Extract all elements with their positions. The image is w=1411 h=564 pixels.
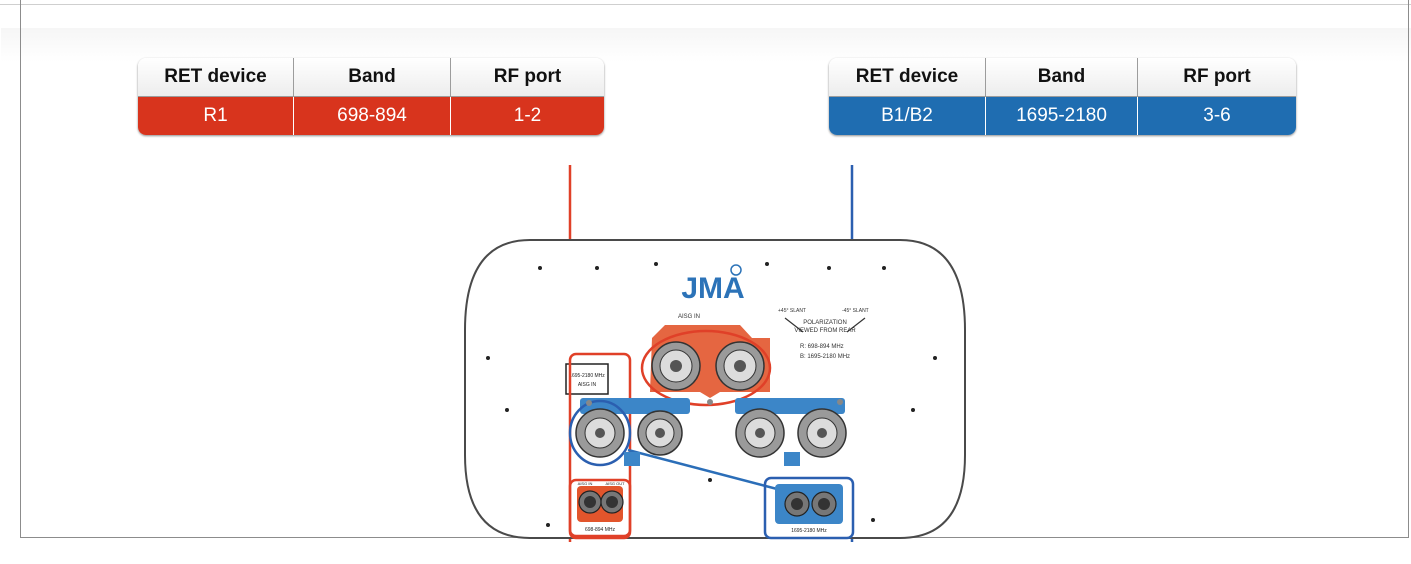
header-ret-device: RET device xyxy=(829,58,986,97)
aisg-out-port-high xyxy=(811,491,837,517)
rf-port-1 xyxy=(651,341,701,391)
rf-port-4 xyxy=(637,410,683,456)
panel-screws xyxy=(586,399,843,406)
blue-connector-link xyxy=(627,448,801,497)
ret-table-low-band: RET device Band RF port R1 698-894 1-2 xyxy=(138,58,604,135)
plus45-label: +45° SLANT xyxy=(778,308,806,314)
aisg-in-label: AISG IN xyxy=(678,314,700,320)
red-aisg-connector-box xyxy=(568,478,632,538)
polarization-label: POLARIZATION xyxy=(803,320,847,326)
aisg-label-box xyxy=(565,363,609,395)
frequency-b-label: B: 1695-2180 MHz xyxy=(800,354,850,360)
aisg-in-port-high xyxy=(784,491,810,517)
top-band xyxy=(1,28,1411,62)
ret-table-high-band: RET device Band RF port B1/B2 1695-2180 … xyxy=(829,58,1296,135)
table-header-row: RET device Band RF port xyxy=(138,58,604,97)
aisg-box-line1: 1695-2180 MHz xyxy=(569,373,605,379)
rf-port-2 xyxy=(715,341,765,391)
header-rf-port: RF port xyxy=(450,58,604,97)
blue-connector-group-outline xyxy=(568,399,632,467)
top-rule xyxy=(0,4,1411,5)
header-ret-device: RET device xyxy=(138,58,294,97)
cell-ret-device: B1/B2 xyxy=(829,96,986,135)
cell-rf-port: 3-6 xyxy=(1137,96,1296,135)
aisg-box-line2: AISG IN xyxy=(578,382,597,388)
aisg-in-port-low xyxy=(578,490,602,514)
header-rf-port: RF port xyxy=(1137,58,1296,97)
cell-band: 698-894 xyxy=(293,96,451,135)
table-header-row: RET device Band RF port xyxy=(829,58,1296,97)
polarization-left-mark xyxy=(784,317,804,333)
logo-swoosh-icon xyxy=(730,264,742,276)
table-row: R1 698-894 1-2 xyxy=(138,96,604,135)
red-connector-group-outline xyxy=(640,329,772,407)
polarization-right-mark xyxy=(846,317,866,333)
viewed-from-rear-label: VIEWED FROM REAR xyxy=(794,328,856,334)
jma-logo: JMA xyxy=(681,272,744,305)
cell-ret-device: R1 xyxy=(138,96,294,135)
blue-tab-right xyxy=(784,452,800,466)
minus45-label: -45° SLANT xyxy=(842,308,869,314)
low-band-freq-label: 698-894 MHz xyxy=(585,527,616,533)
frequency-r-label: R: 698-894 MHz xyxy=(800,344,844,350)
rf-port-5 xyxy=(735,408,785,458)
header-band: Band xyxy=(293,58,451,97)
mounting-holes xyxy=(486,262,937,527)
rf-port-3 xyxy=(575,408,625,458)
blue-aisg-connector-box xyxy=(763,476,855,540)
aisg-out-port-low xyxy=(600,490,624,514)
high-band-freq-label: 1695-2180 MHz xyxy=(791,528,827,534)
rf-port-6 xyxy=(797,408,847,458)
blue-tab-left xyxy=(624,452,640,466)
red-port-group-outline xyxy=(568,352,632,540)
cell-band: 1695-2180 xyxy=(985,96,1138,135)
aisg-out-small-label: AISG OUT xyxy=(605,481,625,486)
cell-rf-port: 1-2 xyxy=(450,96,604,135)
header-band: Band xyxy=(985,58,1138,97)
table-row: B1/B2 1695-2180 3-6 xyxy=(829,96,1296,135)
aisg-in-small-label: AISG IN xyxy=(578,481,593,486)
